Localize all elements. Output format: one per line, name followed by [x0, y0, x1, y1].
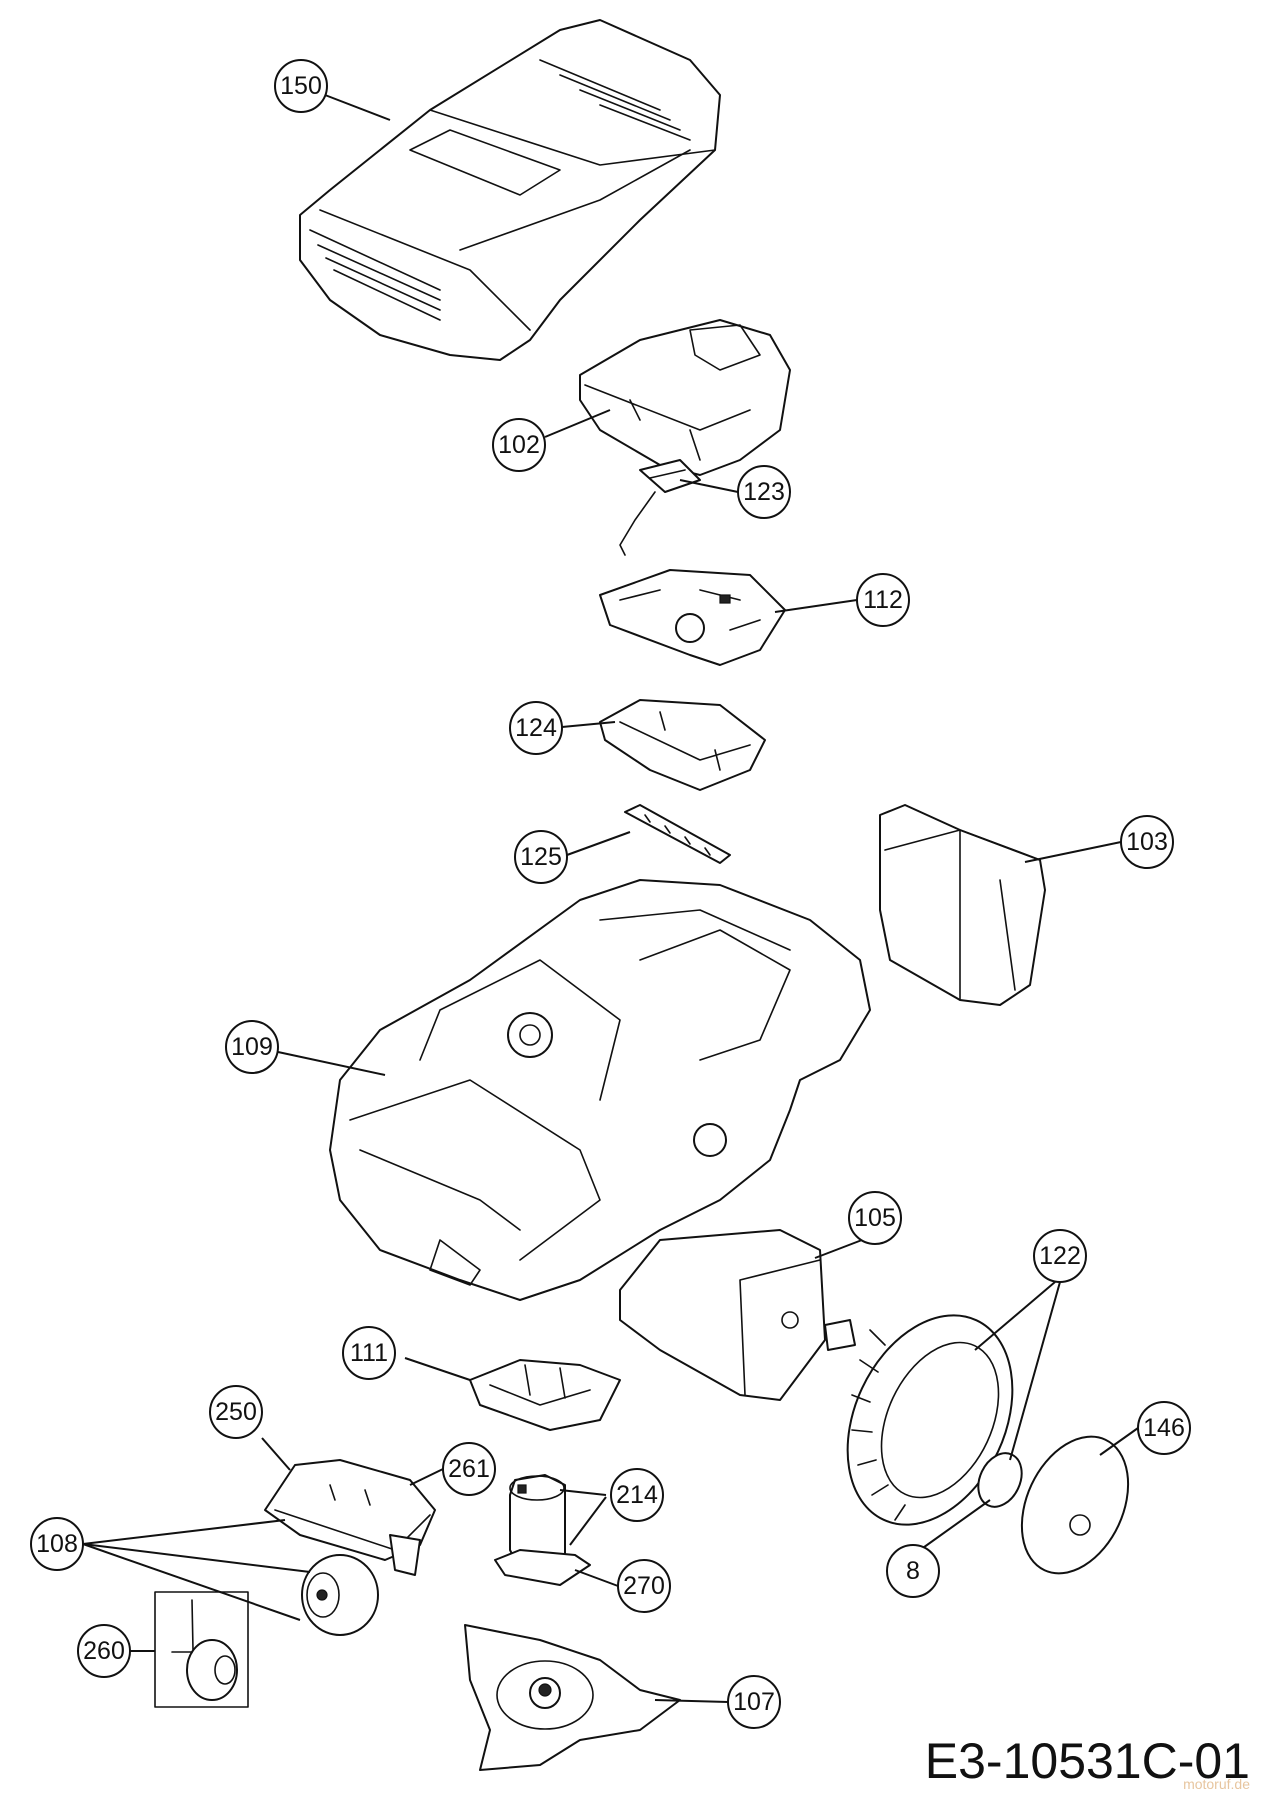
leader-123	[679, 479, 739, 493]
callout-124: 124	[509, 701, 563, 755]
svg-text:124: 124	[515, 714, 557, 742]
leader-122a	[974, 1281, 1056, 1351]
callout-125: 125	[514, 830, 568, 884]
part-wheel-axle	[154, 1591, 249, 1708]
leader-112	[774, 599, 858, 613]
svg-text:250: 250	[215, 1398, 257, 1426]
leader-124	[561, 721, 616, 728]
part-console-housing	[579, 319, 791, 476]
part-drive-motor	[619, 1229, 856, 1401]
part-circuit-board	[599, 569, 786, 666]
svg-text:260: 260	[83, 1637, 125, 1665]
svg-text:107: 107	[733, 1688, 775, 1716]
leader-150	[324, 94, 391, 121]
leader-103	[1024, 841, 1122, 863]
leader-108a	[82, 1519, 286, 1545]
part-front-wheel	[301, 1554, 379, 1636]
part-drive-wheel	[846, 1314, 1014, 1526]
callout-112: 112	[856, 573, 910, 627]
leader-109	[277, 1051, 386, 1076]
callout-107: 107	[727, 1675, 781, 1729]
callout-150: 150	[274, 59, 328, 113]
svg-text:261: 261	[448, 1455, 490, 1483]
part-top-cover	[299, 19, 721, 361]
svg-text:123: 123	[743, 478, 785, 506]
leader-125	[566, 831, 631, 856]
callout-270: 270	[617, 1559, 671, 1613]
callout-260: 260	[77, 1624, 131, 1678]
callout-108: 108	[30, 1517, 84, 1571]
callout-111: 111	[342, 1326, 396, 1380]
callout-123: 123	[737, 465, 791, 519]
leader-214b	[569, 1496, 607, 1546]
svg-text:108: 108	[36, 1530, 78, 1558]
leader-270	[574, 1569, 619, 1587]
part-battery-housing	[879, 804, 1046, 1006]
part-bumper-bracket	[469, 1359, 621, 1431]
callout-8: 8	[886, 1544, 940, 1598]
svg-text:111: 111	[350, 1339, 388, 1367]
part-hub-cap	[1020, 1435, 1130, 1575]
svg-text:150: 150	[280, 72, 322, 100]
svg-text:125: 125	[520, 843, 562, 871]
leader-108c	[82, 1543, 301, 1621]
part-motor-mount	[494, 1549, 591, 1586]
leader-102	[544, 409, 611, 438]
leader-108b	[82, 1543, 311, 1573]
part-keypad-membrane	[619, 459, 701, 556]
callout-261: 261	[442, 1442, 496, 1496]
callout-105: 105	[848, 1191, 902, 1245]
svg-text:102: 102	[498, 431, 540, 459]
callout-146: 146	[1137, 1401, 1191, 1455]
svg-text:112: 112	[863, 586, 903, 614]
callout-250: 250	[209, 1385, 263, 1439]
svg-text:109: 109	[231, 1033, 273, 1061]
callout-103: 103	[1120, 815, 1174, 869]
svg-text:103: 103	[1126, 828, 1168, 856]
watermark: motoruf.de	[1183, 1776, 1250, 1792]
leader-122b	[1009, 1281, 1061, 1461]
part-chassis	[329, 879, 871, 1301]
leader-261	[409, 1468, 444, 1486]
svg-text:122: 122	[1039, 1242, 1081, 1270]
svg-text:146: 146	[1143, 1414, 1185, 1442]
callout-109: 109	[225, 1020, 279, 1074]
callout-122: 122	[1033, 1229, 1087, 1283]
svg-text:105: 105	[854, 1204, 896, 1232]
svg-text:214: 214	[616, 1481, 658, 1509]
leader-lines	[82, 94, 1139, 1703]
drawing-code: E3-10531C-01	[924, 1733, 1250, 1789]
part-blade-disc	[464, 1624, 681, 1771]
leader-214a	[559, 1489, 607, 1496]
svg-text:270: 270	[623, 1572, 665, 1600]
leader-107	[654, 1699, 729, 1703]
part-caster-housing	[264, 1459, 436, 1576]
part-bracket-strip	[624, 804, 731, 864]
leader-111	[404, 1357, 471, 1381]
leader-8	[912, 1499, 991, 1556]
part-board-tray	[599, 699, 766, 791]
svg-text:8: 8	[906, 1557, 920, 1585]
leader-250	[261, 1437, 291, 1471]
leader-146	[1099, 1427, 1139, 1456]
callout-214: 214	[610, 1468, 664, 1522]
callout-102: 102	[492, 418, 546, 472]
